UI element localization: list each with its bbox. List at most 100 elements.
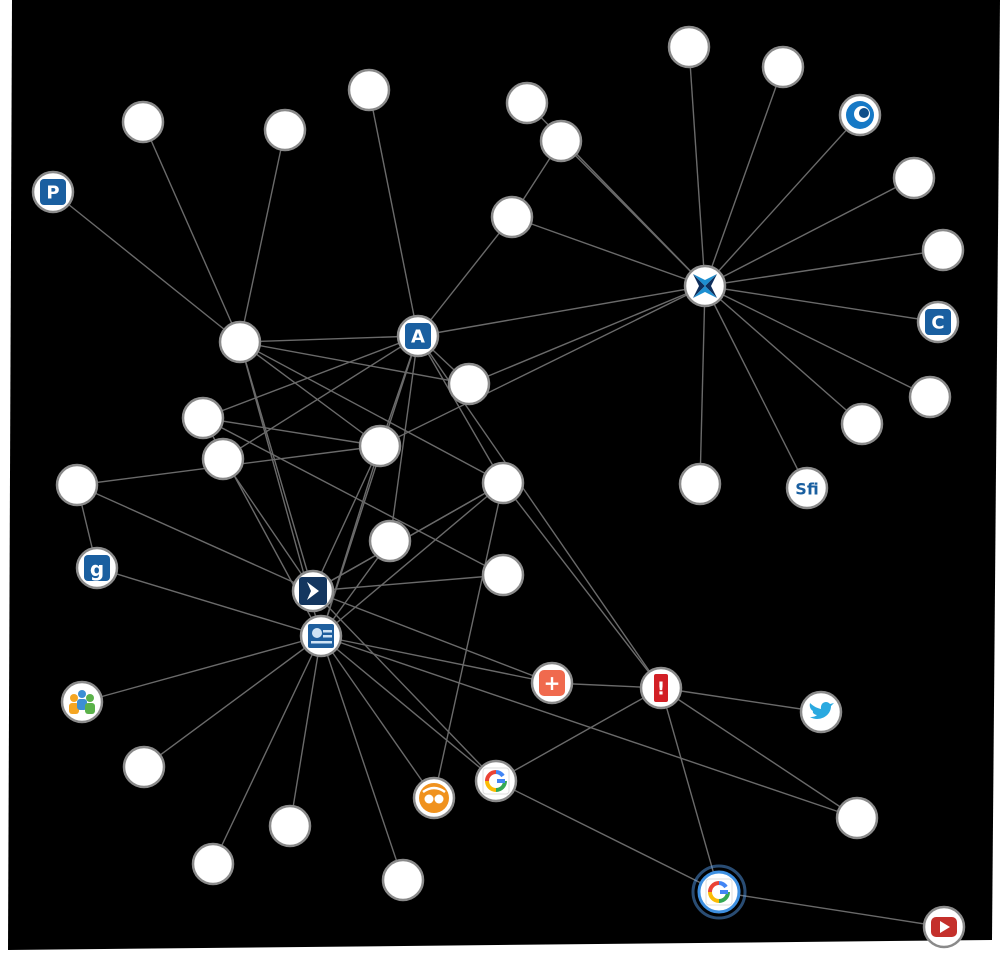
graph-node[interactable] [840,402,884,446]
node-circle [835,796,879,840]
graph-node[interactable] [761,45,805,89]
graph-node-orange-glasses[interactable] [412,776,456,820]
graph-node[interactable] [892,156,936,200]
graph-node[interactable] [667,25,711,69]
edge-n14-n15 [239,341,470,385]
edge-n14-p [52,191,241,343]
node-circle [122,745,166,789]
graph-node[interactable] [55,463,99,507]
graph-node[interactable] [539,119,583,163]
node-circle [347,68,391,112]
graph-node[interactable] [191,842,235,886]
node-circle [201,437,245,481]
edge-hub-n9 [704,177,915,287]
edge-hub-swirl [704,114,861,287]
node-circle [268,804,312,848]
node-circle [840,402,884,446]
graph-node[interactable] [381,858,425,902]
node-circle [368,519,412,563]
graph-node-exclamation[interactable]: ! [639,666,683,710]
graph-node-profile-card[interactable] [299,614,343,658]
swirl-icon [846,101,874,129]
edge-a-n16 [202,335,419,419]
node-circle [678,462,722,506]
edge-g-prof [96,567,322,637]
graph-node[interactable] [921,228,965,272]
edge-n14-n3 [142,121,241,343]
c-badge-icon: C [925,309,951,335]
graph-node-c-badge[interactable]: C [916,300,960,344]
graph-node[interactable] [481,553,525,597]
graph-node[interactable] [181,396,225,440]
graph-node[interactable] [121,100,165,144]
edge-prof-orange [320,635,435,799]
graph-node-sfi[interactable]: Sfi [785,466,829,510]
edge-n23-chev [312,574,504,592]
graph-node-plus-badge[interactable]: + [530,661,574,705]
node-layer: P C Sfi Ag +! [31,25,966,949]
graph-node-google-g[interactable] [691,864,747,920]
edge-prof-n27 [320,635,404,881]
google-g-icon [705,878,733,906]
graph-node[interactable] [268,804,312,848]
chevron-badge-icon [299,577,327,605]
graph-node-chevron-badge[interactable] [291,569,335,613]
node-circle [121,100,165,144]
graph-node[interactable] [447,362,491,406]
node-circle [181,396,225,440]
graph-node-swirl[interactable] [838,93,882,137]
graph-node[interactable] [122,745,166,789]
graph-node[interactable] [835,796,879,840]
graph-node[interactable] [481,461,525,505]
edge-hub-n12 [704,285,863,425]
edge-n17-chev [222,458,314,592]
graph-node[interactable] [347,68,391,112]
graph-node-x-hub[interactable] [683,264,727,308]
node-circle [447,362,491,406]
edge-hub-n2 [704,66,784,287]
edge-n14-n18 [239,341,381,447]
edge-n21-chev [76,484,314,592]
profile-card-icon [308,624,334,648]
graph-node-p-badge[interactable]: P [31,170,75,214]
graph-node[interactable] [678,462,722,506]
edge-hub-n13 [699,285,706,485]
node-circle [785,466,829,510]
edge-a-n20 [417,335,504,484]
graph-node[interactable] [201,437,245,481]
edge-n18-prof [320,445,381,637]
node-circle [218,320,262,364]
edge-a-n7 [368,89,419,337]
node-circle [667,25,711,69]
graph-node[interactable] [218,320,262,364]
graph-node[interactable] [368,519,412,563]
people-icon [69,690,95,714]
edge-hub-n1 [688,46,706,287]
edge-excl-gg1 [495,687,662,782]
edge-layer [52,46,945,928]
graph-node-youtube-play[interactable] [922,905,966,949]
edge-n14-chev [239,341,314,592]
edge-hub-n8 [511,216,706,287]
graph-node-a-badge[interactable]: A [396,314,440,358]
badge-letter: P [46,183,59,204]
twitter-bird-icon [809,701,834,719]
edge-n20-excl [502,482,662,689]
badge-letter: A [411,327,425,348]
graph-node-people[interactable] [60,680,104,724]
graph-node[interactable] [358,424,402,468]
graph-node-g-badge[interactable]: g [75,546,119,590]
edge-gg1-gg2 [495,780,720,893]
node-circle [921,228,965,272]
graph-node[interactable] [263,108,307,152]
edge-chev-plus [312,590,553,684]
edge-excl-n12x [660,687,858,819]
graph-node-google-g[interactable] [474,759,518,803]
graph-node[interactable] [908,375,952,419]
graph-node[interactable] [490,195,534,239]
graph-node-twitter-bird[interactable] [799,690,843,734]
graph-node[interactable] [505,81,549,125]
node-circle [481,553,525,597]
